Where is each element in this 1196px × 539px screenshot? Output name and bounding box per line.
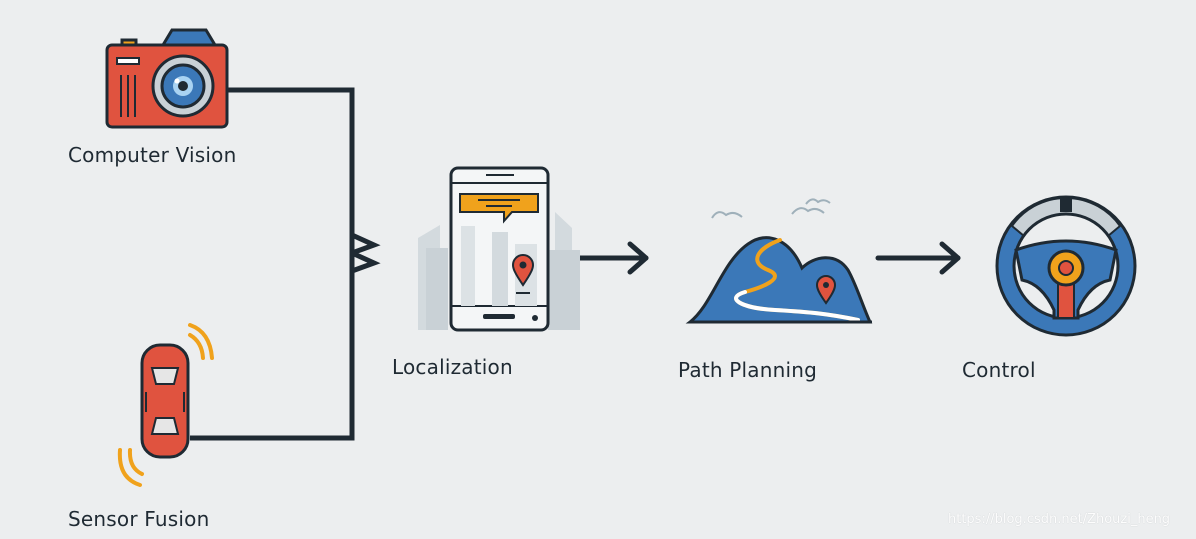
computer-vision-label: Computer Vision (68, 143, 237, 167)
sensor-fusion-label: Sensor Fusion (68, 507, 210, 531)
path-planning-label: Path Planning (678, 358, 818, 382)
phone-map-icon (418, 166, 580, 332)
connector-lines (190, 87, 381, 441)
localization-label: Localization (392, 355, 513, 379)
watermark: https://blog.csdn.net/Zhouzi_heng (948, 512, 1171, 527)
car-sensor-icon (117, 323, 214, 487)
vision-connector (190, 87, 355, 441)
camera-icon (105, 28, 229, 129)
arrow-localization-to-planning-head (627, 241, 649, 275)
flow-arrows (572, 241, 961, 275)
control-label: Control (962, 358, 1036, 382)
arrow-planning-to-control-head (939, 241, 961, 275)
steering-wheel-icon (995, 195, 1137, 337)
mountain-route-icon (685, 198, 873, 324)
merge-arrowhead-1 (350, 232, 381, 256)
merge-arrowhead-2 (350, 250, 381, 274)
